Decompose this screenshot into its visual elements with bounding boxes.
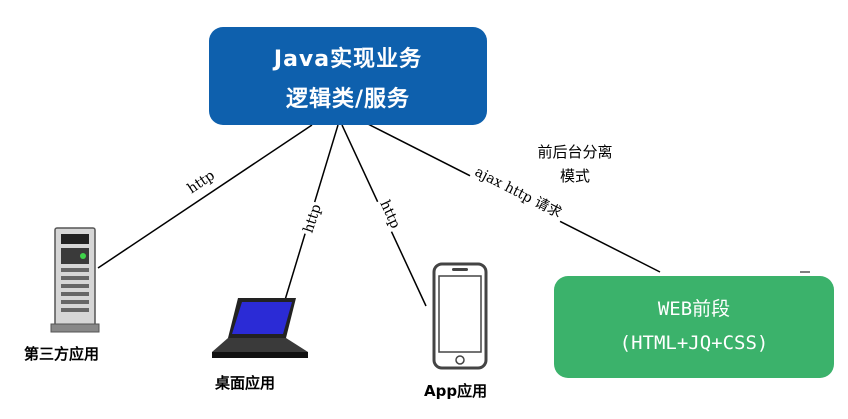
client-label-third-party: 第三方应用	[24, 345, 100, 363]
backend-service-box: Java实现业务 逻辑类/服务	[209, 27, 487, 125]
frontend-title: WEB前段	[657, 298, 731, 320]
frontend-subtitle: (HTML+JQ+CSS)	[619, 332, 769, 354]
edge-third-party	[97, 124, 313, 269]
client-label-desktop: 桌面应用	[215, 374, 276, 392]
mode-label-line1: 前后台分离	[537, 143, 613, 161]
backend-title: Java实现业务	[273, 47, 423, 72]
server-icon	[50, 227, 100, 333]
architecture-mode-label: 前后台分离 模式	[515, 140, 635, 188]
client-label-app: App应用	[424, 382, 488, 400]
laptop-icon	[212, 298, 308, 358]
mode-label-line2: 模式	[559, 167, 590, 185]
frontend-web-box: WEB前段 (HTML+JQ+CSS)	[554, 276, 834, 378]
smartphone-icon	[432, 262, 488, 370]
backend-subtitle: 逻辑类/服务	[285, 87, 411, 112]
